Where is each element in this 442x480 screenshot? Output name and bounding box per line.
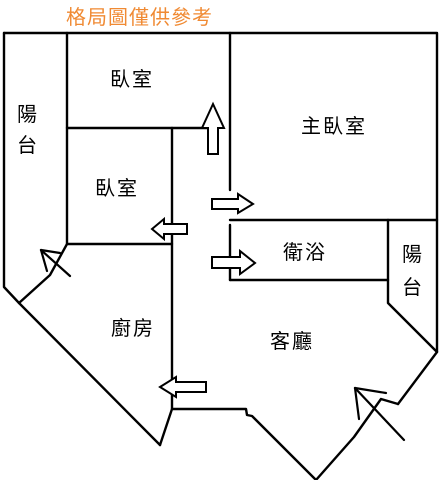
arrow-left-bedroom bbox=[150, 216, 188, 242]
direction-arrows bbox=[150, 101, 257, 399]
interior-walls bbox=[17, 31, 439, 411]
room-label-balcony-left-2: 台 bbox=[17, 133, 39, 157]
plan-title: 格局圖僅供參考 bbox=[66, 5, 213, 29]
entrance-arrows bbox=[39, 248, 406, 442]
room-label-balcony-left-1: 陽 bbox=[17, 102, 39, 126]
entrance-arrow-main bbox=[353, 386, 406, 442]
room-label-balcony-right-2: 台 bbox=[402, 275, 424, 299]
room-label-bathroom: 衛浴 bbox=[283, 240, 327, 264]
room-label-balcony-right-1: 陽 bbox=[402, 242, 424, 266]
room-label-bedroom-top: 臥室 bbox=[110, 67, 154, 91]
arrow-up-master-bedroom bbox=[200, 101, 226, 155]
room-labels: 臥室 臥室 主臥室 陽 台 衛浴 陽 台 廚房 客廳 bbox=[17, 67, 424, 353]
arrow-left-kitchen bbox=[158, 375, 207, 399]
entrance-arrow-left-balcony bbox=[39, 248, 72, 278]
room-label-bedroom-mid: 臥室 bbox=[95, 176, 139, 200]
room-label-kitchen: 廚房 bbox=[111, 316, 155, 340]
arrow-right-bathroom bbox=[211, 248, 257, 276]
arrow-right-master-bedroom bbox=[211, 192, 255, 215]
room-label-master-bedroom: 主臥室 bbox=[301, 114, 367, 138]
room-label-living-room: 客廳 bbox=[270, 329, 314, 353]
outer-walls bbox=[2, 31, 439, 480]
